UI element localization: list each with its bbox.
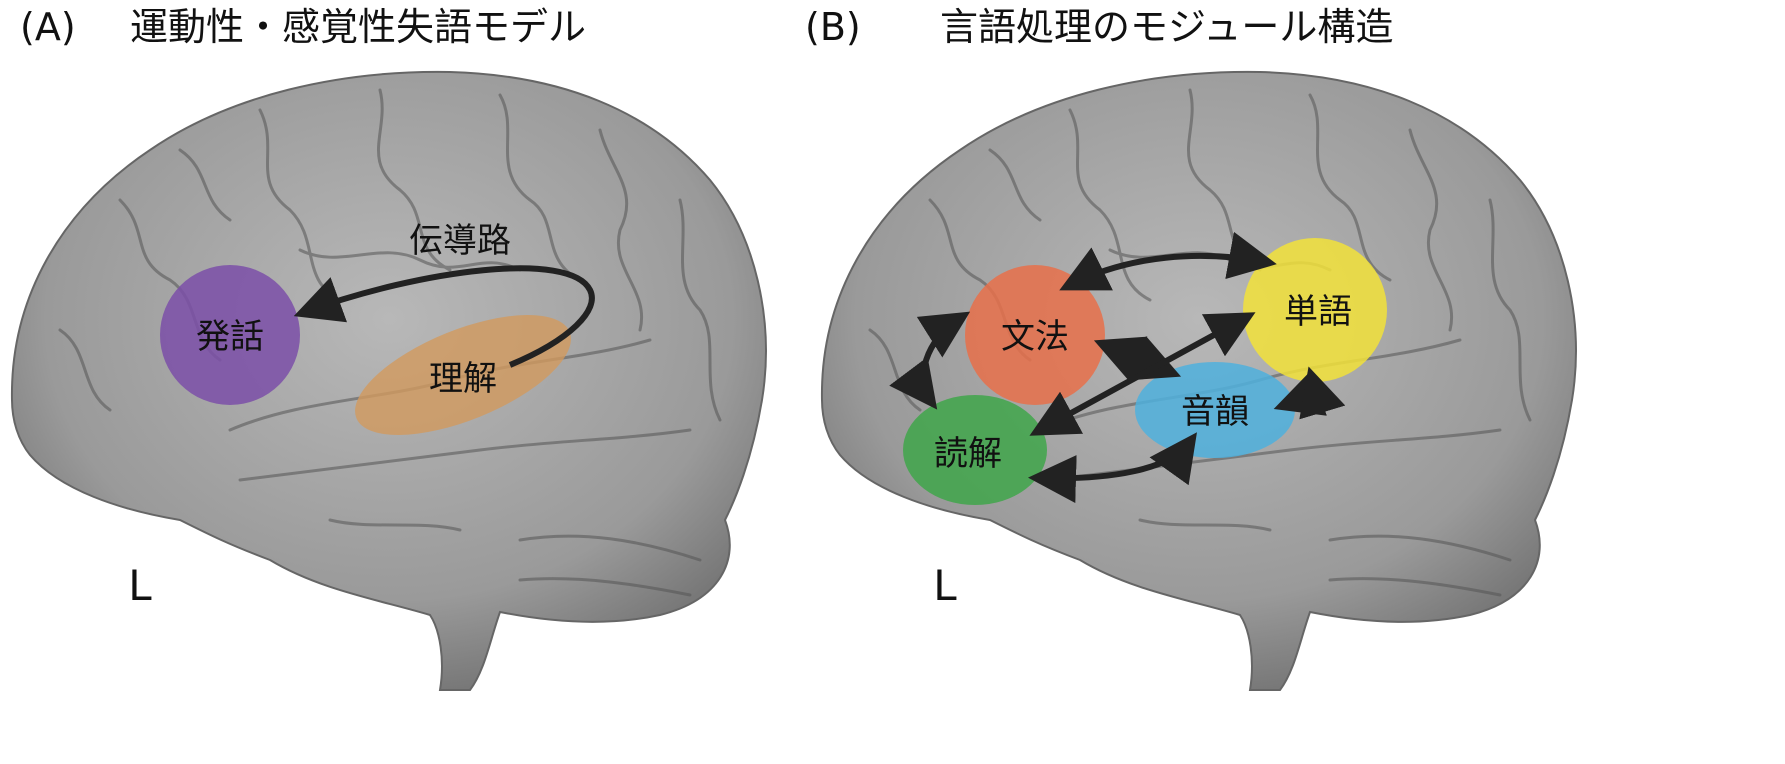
module-phonology-label: 音韻 bbox=[1181, 392, 1249, 432]
hemisphere-label: L bbox=[933, 561, 957, 610]
region-comprehension bbox=[355, 315, 571, 435]
module-reading-label: 読解 bbox=[934, 434, 1002, 474]
hemisphere-label: L bbox=[128, 561, 152, 610]
panel-b: (B) 言語処理のモジュール構造 文法 単語 音韻 読解 L bbox=[805, 5, 1578, 692]
conduction-pathway-arrow bbox=[293, 265, 595, 368]
region-speech-label: 発話 bbox=[196, 317, 264, 357]
panel-a-label: (A) bbox=[20, 5, 76, 49]
arrow-grammar-reading bbox=[889, 311, 971, 410]
arrow-grammar-word bbox=[1059, 231, 1277, 291]
arrow-reading-word bbox=[1029, 312, 1256, 436]
panel-a: (A) 運動性・感覚性失語モデル 発話 理解 伝導路 L bbox=[10, 5, 768, 692]
module-word bbox=[1243, 238, 1387, 382]
module-word-label: 単語 bbox=[1284, 292, 1352, 332]
panel-b-label: (B) bbox=[805, 5, 861, 49]
pathway-label: 伝導路 bbox=[409, 221, 511, 261]
panel-b-title: 言語処理のモジュール構造 bbox=[940, 5, 1393, 49]
module-reading bbox=[903, 395, 1047, 505]
arrow-reading-phonology bbox=[1028, 432, 1197, 504]
module-connections bbox=[889, 231, 1346, 504]
arrow-phonology-word bbox=[1273, 366, 1346, 420]
panel-a-title: 運動性・感覚性失語モデル bbox=[130, 5, 586, 49]
region-comprehension-label: 理解 bbox=[429, 359, 497, 399]
module-grammar-label: 文法 bbox=[1001, 317, 1069, 357]
region-speech bbox=[160, 265, 300, 405]
